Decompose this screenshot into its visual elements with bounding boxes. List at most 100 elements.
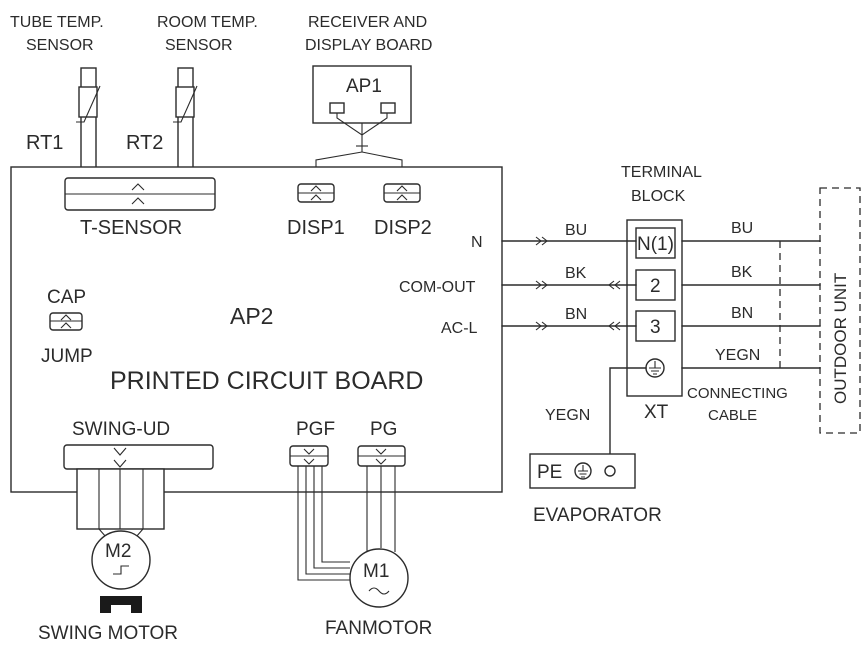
swing-ud-wires: [98, 469, 144, 529]
t-sensor-connector: T-SENSOR: [64, 177, 216, 239]
terminal-n1-box: [635, 227, 676, 259]
pe-screw: [604, 465, 616, 477]
disp2-connector: DISP2: [374, 183, 432, 239]
outdoor-unit-label: OUTDOOR UNIT: [831, 273, 850, 404]
fanmotor-label: FANMOTOR: [325, 618, 432, 639]
disp1-arrows: [310, 185, 322, 201]
terminal-2-box: [635, 269, 676, 301]
pcb-label: PRINTED CIRCUIT BOARD: [110, 367, 423, 395]
pg-connector: PG: [357, 419, 406, 467]
pgf-wire-3: [313, 466, 350, 569]
rt1-thermistor: [78, 86, 98, 118]
pgf-wire-1: [297, 466, 350, 581]
m2-label: M2: [105, 541, 131, 562]
m2-step-symbol: [113, 565, 129, 575]
m1-label: M1: [363, 561, 389, 582]
cap-label: CAP: [47, 287, 86, 308]
pgf-wire-4: [321, 466, 350, 563]
wire-com-out-connector-right: [608, 280, 621, 290]
wire-com-out-connector-left: [535, 280, 548, 290]
disp1-label: DISP1: [287, 217, 345, 239]
pe-label: PE: [537, 462, 562, 483]
terminal-3-label: 3: [650, 317, 661, 338]
pg-arrows: [375, 448, 387, 465]
t-sensor-arrow-1: [131, 183, 145, 191]
room-temp-sensor-label-1: ROOM TEMP.: [157, 14, 258, 31]
t-sensor-arrow-2: [131, 197, 145, 205]
pe-ground-icon: [578, 465, 588, 478]
swing-ud-housing-top: [63, 444, 214, 470]
wire-bu-out-label: BU: [731, 220, 753, 237]
connecting-cable-label-2: CABLE: [708, 407, 757, 424]
pgf-label: PGF: [296, 419, 335, 440]
terminal-ground-icon: [649, 361, 661, 375]
t-sensor-label: T-SENSOR: [80, 217, 182, 239]
rt2-probe: [177, 67, 194, 179]
swing-ud-connector: SWING-UD: [63, 419, 214, 530]
jump-label: JUMP: [41, 346, 93, 367]
pin-ac-l-label: AC-L: [441, 320, 478, 337]
outdoor-unit-box: [819, 187, 861, 434]
disp2-arrows: [396, 185, 408, 201]
m1-ac-symbol: [368, 587, 390, 595]
tube-temp-sensor-label-1: TUBE TEMP.: [10, 14, 104, 31]
disp1-connector: DISP1: [287, 183, 345, 239]
m2-circle: [91, 530, 151, 590]
rt1-probe: [80, 67, 97, 179]
connecting-cable-label-1: CONNECTING: [687, 385, 788, 402]
room-temp-sensor-label-2: SENSOR: [165, 37, 233, 54]
ap1-connector-right: [380, 102, 396, 114]
swing-ud-arrows: [113, 447, 127, 468]
wire-ac-l-connector-right: [608, 321, 621, 331]
rt1-thermistor-mark: [76, 85, 101, 123]
fan-motor: M1 FANMOTOR: [325, 548, 432, 639]
room-temp-sensor: ROOM TEMP. SENSOR RT2: [126, 14, 258, 179]
wire-bn-in-label: BN: [565, 306, 587, 323]
swing-ud-label: SWING-UD: [72, 419, 170, 440]
terminal-3-box: [635, 310, 676, 342]
tube-temp-sensor-label-2: SENSOR: [26, 37, 94, 54]
pgf-wire-2: [305, 466, 350, 575]
terminal-block-label-2: BLOCK: [631, 188, 686, 205]
receiver-label-1: RECEIVER AND: [308, 14, 427, 31]
pgf-connector: PGF: [289, 419, 335, 467]
wire-ground: [609, 367, 647, 456]
tube-temp-sensor: TUBE TEMP. SENSOR RT1: [10, 14, 104, 179]
fanmotor-wiring: [297, 466, 396, 581]
m1-circle: [349, 548, 409, 608]
swing-motor-label: SWING MOTOR: [38, 623, 178, 644]
ap2-label: AP2: [230, 303, 273, 329]
ground-wiring: YEGN PE EVAPORATOR: [529, 367, 662, 526]
pgf-arrows: [303, 448, 315, 465]
wire-bu-in-label: BU: [565, 222, 587, 239]
terminal-block-label-1: TERMINAL: [621, 164, 702, 181]
wire-yegn-pe-label: YEGN: [545, 407, 590, 424]
receiver-label-2: DISPLAY BOARD: [305, 37, 432, 54]
wire-bk-in-label: BK: [565, 265, 587, 282]
wire-bk-out-label: BK: [731, 264, 753, 281]
terminal-2-label: 2: [650, 276, 661, 297]
rt2-thermistor: [175, 86, 195, 118]
wire-bn-out-label: BN: [731, 305, 753, 322]
terminal-n1-label: N(1): [637, 234, 674, 255]
cap-arrows: [60, 314, 72, 329]
m2-mount: [100, 596, 142, 613]
rt1-label: RT1: [26, 132, 63, 154]
swing-motor: M2 SWING MOTOR: [38, 528, 178, 644]
ap1-label: AP1: [346, 76, 382, 97]
terminal-block: TERMINAL BLOCK N(1) 2 3 XT: [621, 164, 702, 423]
xt-label: XT: [644, 402, 669, 423]
ap1-connector-left: [329, 102, 345, 114]
output-wiring: BU BK BN YEGN CONNECTING CABLE: [681, 220, 821, 424]
wire-yegn-out-label: YEGN: [715, 347, 760, 364]
cap-jumper: CAP JUMP: [41, 287, 93, 367]
outdoor-unit: OUTDOOR UNIT: [819, 187, 861, 434]
rt2-thermistor-mark: [173, 85, 198, 123]
disp2-label: DISP2: [374, 217, 432, 239]
pin-n-label: N: [471, 234, 483, 251]
input-wiring: BU BK BN: [501, 222, 637, 331]
rt2-label: RT2: [126, 132, 163, 154]
pcb-board: [10, 166, 503, 493]
evaporator-label: EVAPORATOR: [533, 505, 662, 526]
